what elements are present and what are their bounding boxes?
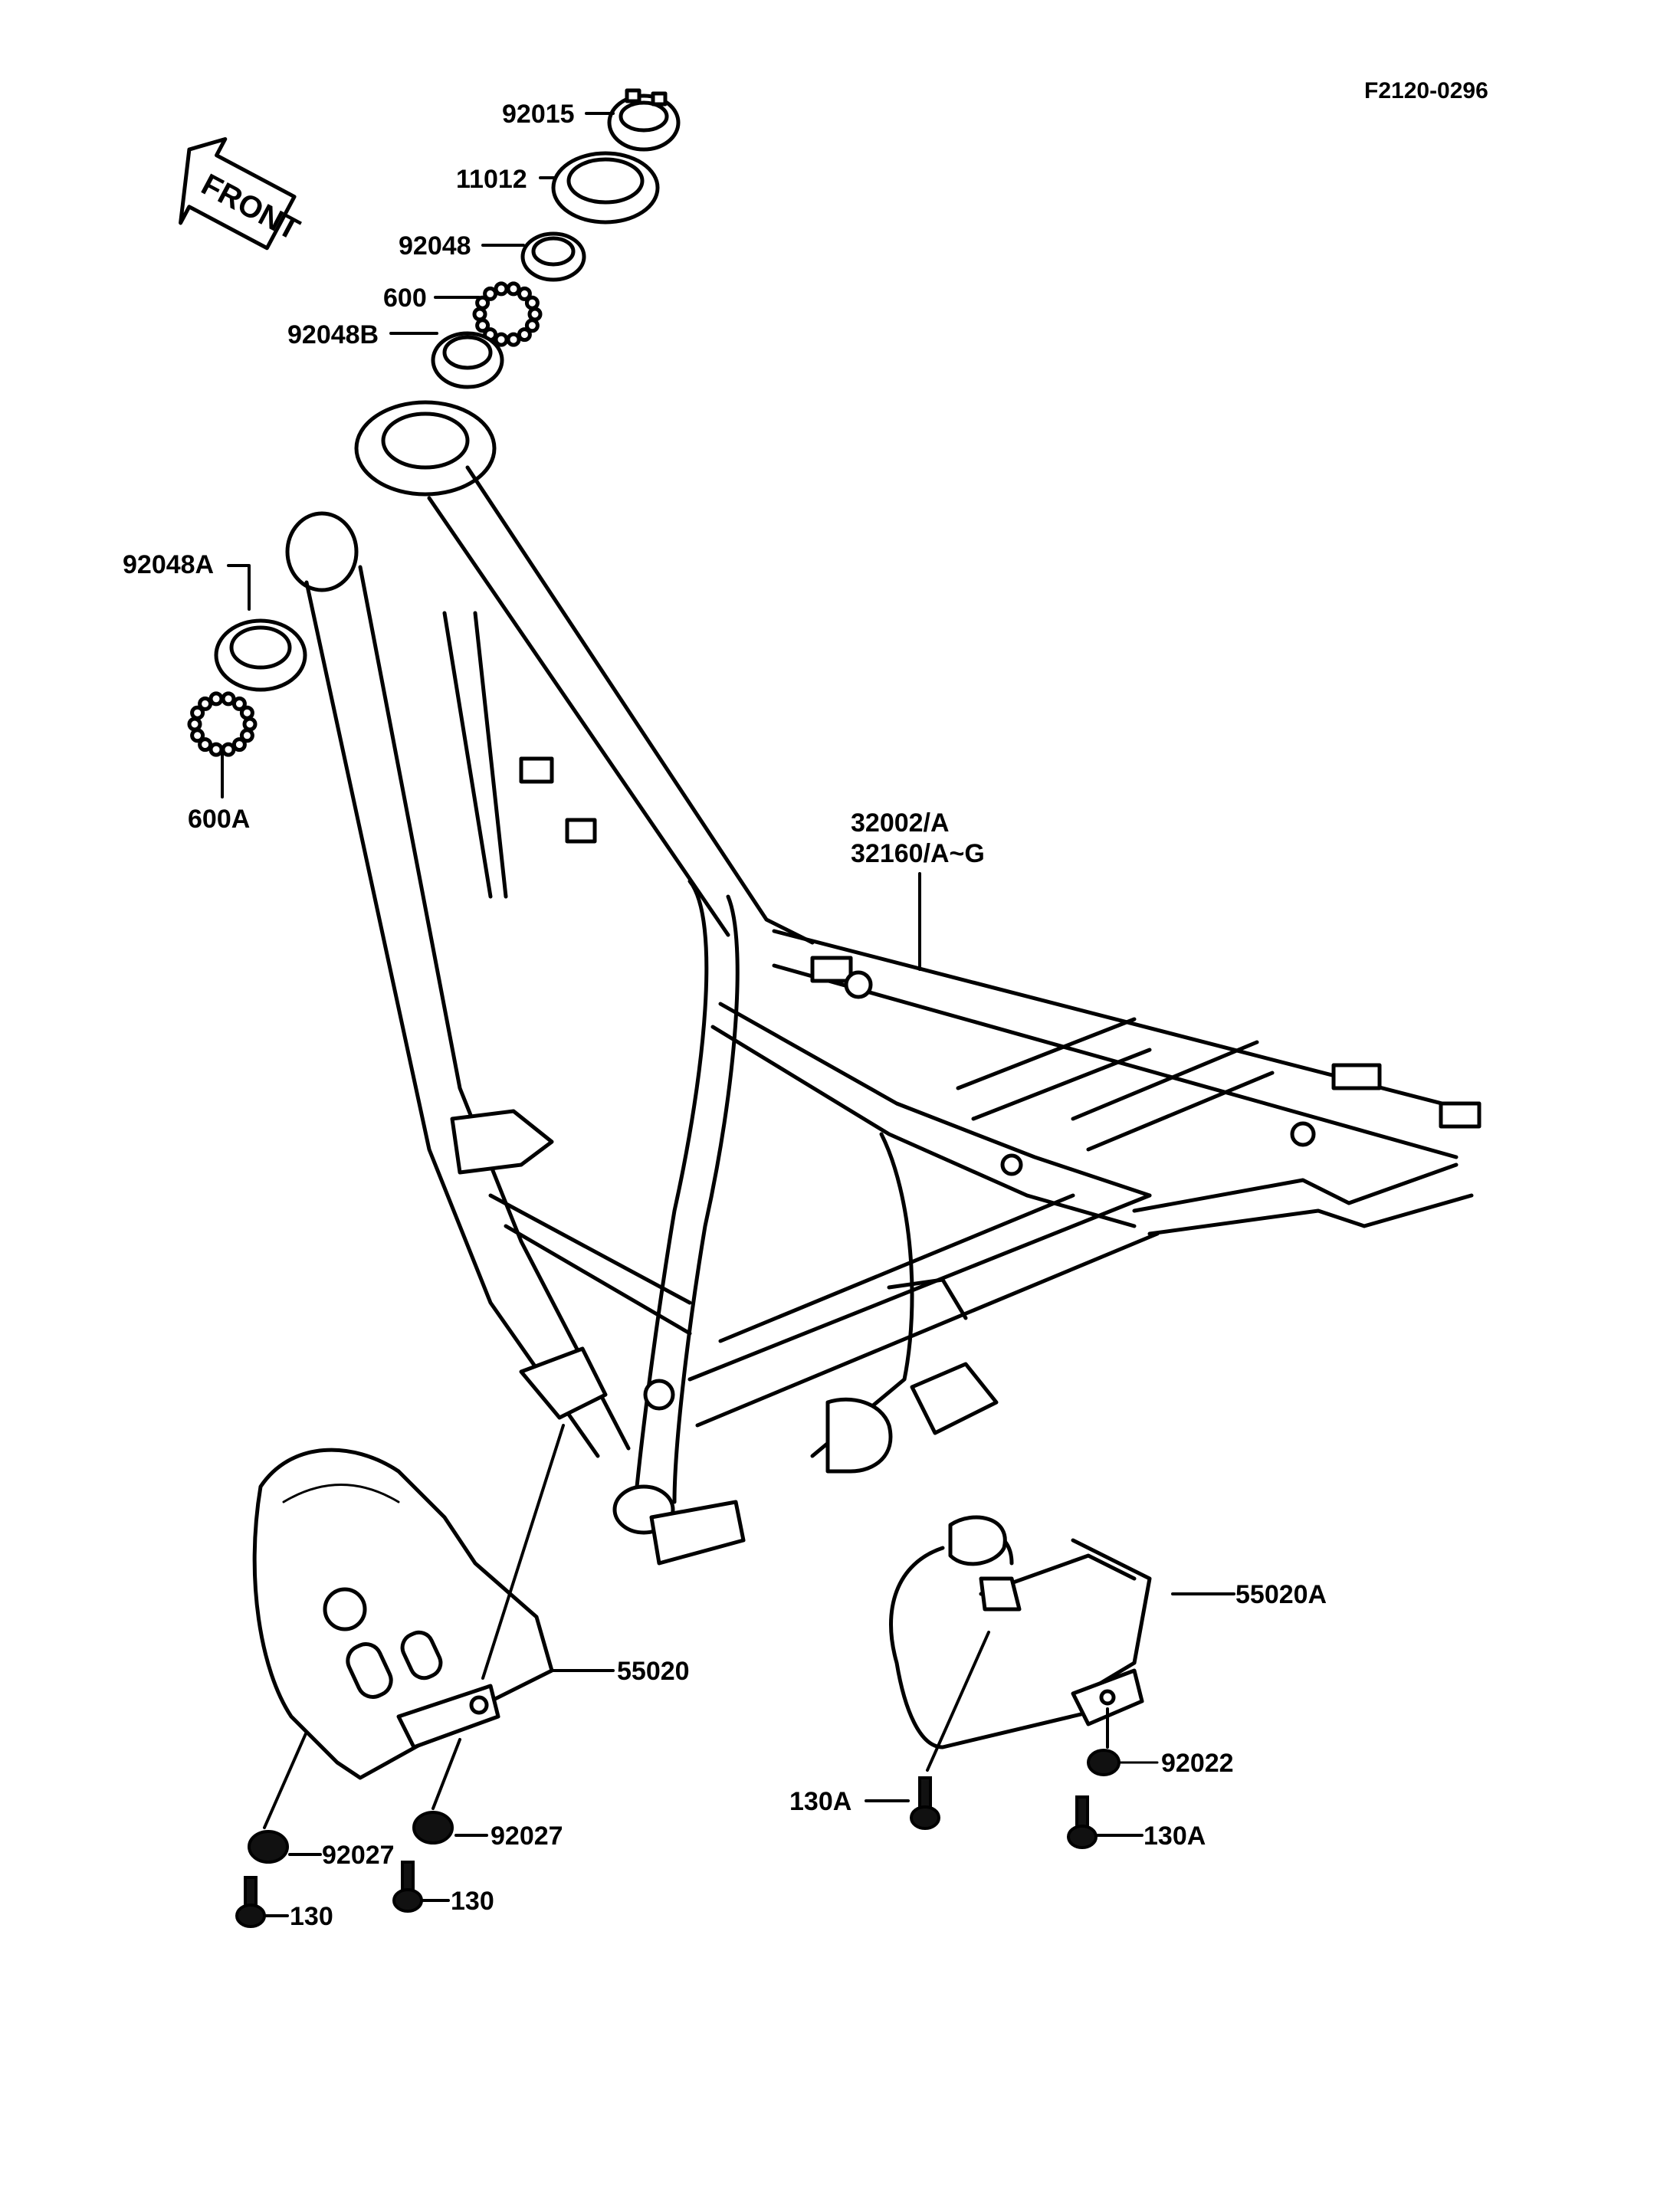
callout-130-left: 130 [290, 1902, 333, 1931]
nut-92027-left [248, 1830, 289, 1864]
callout-600: 600 [383, 284, 427, 313]
steel-ball [221, 742, 236, 757]
steel-balls-600-icon [472, 281, 543, 347]
engine-guard-55020A [889, 1515, 1152, 1749]
callout-130A-left: 130A [789, 1787, 851, 1816]
steel-ball [208, 742, 224, 757]
callout-92015: 92015 [502, 100, 575, 129]
steel-ball [494, 332, 509, 347]
callout-frame-line1: 32002/A [851, 808, 950, 838]
bolt-130A-left [910, 1776, 940, 1830]
nut-92022 [1087, 1749, 1159, 1776]
bearing-race-92048B [431, 331, 504, 389]
motorcycle-frame [285, 400, 1481, 1566]
bolt-130A-right [1067, 1795, 1098, 1849]
callout-frame-line2: 32160/A~G [851, 839, 985, 868]
nut-92027-right [412, 1811, 454, 1844]
steel-ball [472, 307, 487, 322]
steel-ball [483, 286, 498, 301]
steel-ball [231, 737, 247, 753]
callout-130-right: 130 [451, 1887, 494, 1916]
bolt-130-right [392, 1861, 423, 1913]
callout-92048: 92048 [399, 231, 471, 261]
steel-ball [517, 286, 532, 301]
steel-ball [524, 295, 540, 310]
bolt-130-left [235, 1876, 266, 1928]
steel-ball [190, 728, 205, 743]
steel-ball [239, 705, 254, 720]
callout-130A-right: 130A [1144, 1822, 1206, 1851]
bearing-race-92048 [520, 231, 586, 282]
bearing-race-92048A [214, 618, 307, 692]
steel-ball [517, 327, 532, 343]
steel-ball [198, 737, 213, 753]
callout-92048A: 92048A [123, 550, 214, 579]
callout-600A: 600A [188, 805, 250, 834]
steel-ball [524, 318, 540, 333]
steel-ball [242, 716, 258, 732]
steel-ball [494, 281, 509, 297]
steel-ball [190, 705, 205, 720]
steel-ball [506, 332, 521, 347]
steel-ball [187, 716, 202, 732]
callout-92027-right: 92027 [491, 1822, 563, 1851]
reference-code: F2120-0296 [1364, 78, 1488, 103]
skid-plate-55020 [252, 1448, 554, 1780]
steering-cap-11012 [551, 151, 660, 225]
callout-55020A: 55020A [1235, 1580, 1327, 1609]
front-arrow-icon: FRONT [179, 136, 305, 251]
steel-ball [208, 691, 224, 707]
steel-ball [231, 696, 247, 711]
steel-ball [475, 318, 491, 333]
steel-ball [527, 307, 543, 322]
steel-ball [475, 295, 491, 310]
callout-92048B: 92048B [287, 320, 379, 349]
steel-balls-600A-icon [187, 691, 258, 757]
steel-ball [239, 728, 254, 743]
steel-ball [221, 691, 236, 707]
frame-callout: 32002/A 32160/A~G [851, 808, 985, 971]
callout-92027-left: 92027 [322, 1841, 395, 1870]
callout-55020: 55020 [617, 1657, 690, 1686]
steering-nut-92015 [607, 88, 681, 152]
steel-ball [198, 696, 213, 711]
steel-ball [506, 281, 521, 297]
callout-92022: 92022 [1161, 1749, 1234, 1778]
callout-11012: 11012 [456, 165, 527, 194]
